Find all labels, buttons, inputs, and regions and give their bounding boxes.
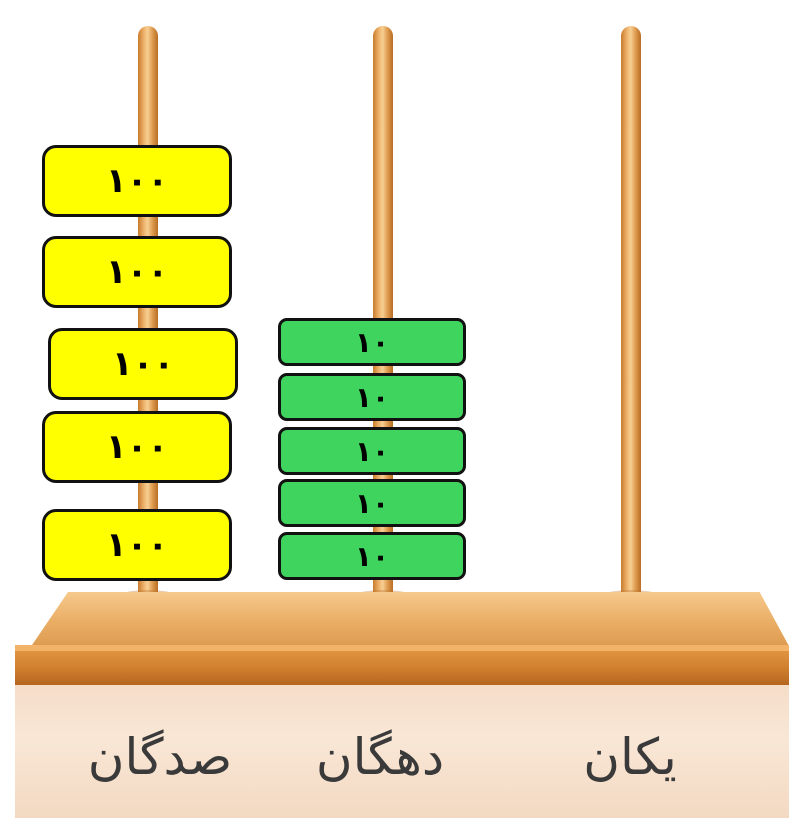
abacus-base-top — [30, 592, 789, 648]
abacus-base-front — [15, 645, 789, 685]
ten-tile: ۱۰ — [278, 532, 466, 580]
ones-rod — [621, 26, 641, 606]
hundred-tile: ۱۰۰ — [42, 509, 232, 581]
hundred-tile: ۱۰۰ — [42, 145, 232, 217]
ten-tile: ۱۰ — [278, 479, 466, 527]
tens-label: دهگان — [290, 722, 470, 792]
ten-tile: ۱۰ — [278, 373, 466, 421]
ten-tile: ۱۰ — [278, 318, 466, 366]
ones-label: یکان — [560, 722, 700, 792]
hundred-tile: ۱۰۰ — [42, 236, 232, 308]
hundred-tile: ۱۰۰ — [48, 328, 238, 400]
hundred-tile: ۱۰۰ — [42, 411, 232, 483]
hundreds-label: صدگان — [40, 722, 280, 792]
ten-tile: ۱۰ — [278, 427, 466, 475]
